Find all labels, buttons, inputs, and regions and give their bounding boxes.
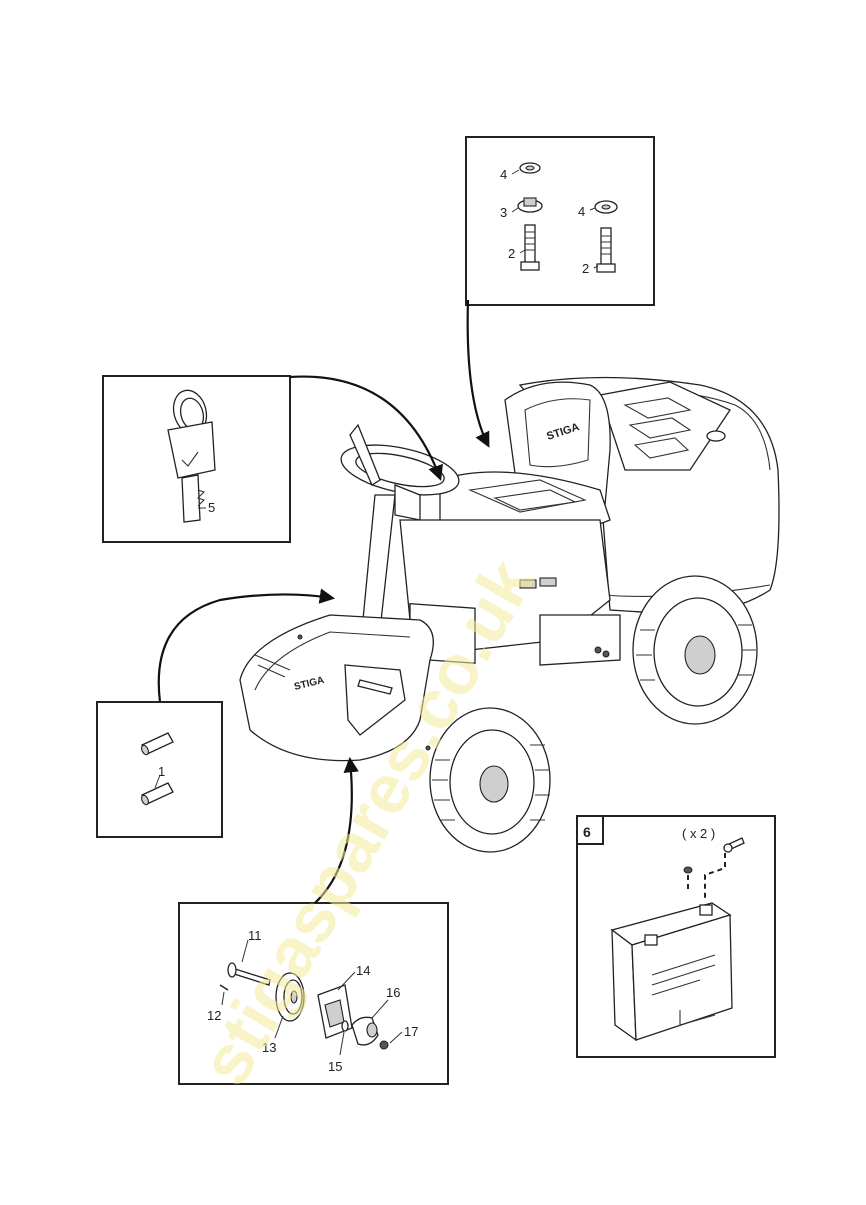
callout-box-key: 5 — [102, 375, 291, 543]
label-nut-17: 17 — [404, 1024, 418, 1039]
label-bracket-14: 14 — [356, 963, 370, 978]
callout-arrows — [157, 299, 490, 904]
callout-box-battery: 6 ( x 2 ) — [576, 815, 776, 1058]
label-bolt-washer-4: 4 — [500, 167, 507, 182]
label-bolt-spacer-3: 3 — [500, 205, 507, 220]
callout-box-bolts: 4 3 2 4 2 — [465, 136, 655, 306]
label-pin-12: 12 — [207, 1008, 221, 1023]
label-bolt-2: 2 — [508, 246, 515, 261]
label-pin-1: 1 — [158, 764, 165, 779]
callout-box-pins: 1 — [96, 701, 223, 838]
callout-box-wheel: 11 12 13 14 15 16 17 — [178, 902, 449, 1085]
battery-quantity-label: ( x 2 ) — [682, 826, 715, 841]
label-axle-11: 11 — [248, 928, 262, 943]
label-key-5: 5 — [208, 500, 215, 515]
label-bolt-2b: 2 — [582, 261, 589, 276]
label-wheel-13: 13 — [262, 1040, 276, 1055]
label-bolt-washer-4b: 4 — [578, 204, 585, 219]
mower-illustration: STIGA STIGA — [239, 376, 780, 853]
label-washer-15: 15 — [328, 1059, 342, 1074]
label-cap-16: 16 — [386, 985, 400, 1000]
battery-box-number: 6 — [583, 824, 591, 840]
